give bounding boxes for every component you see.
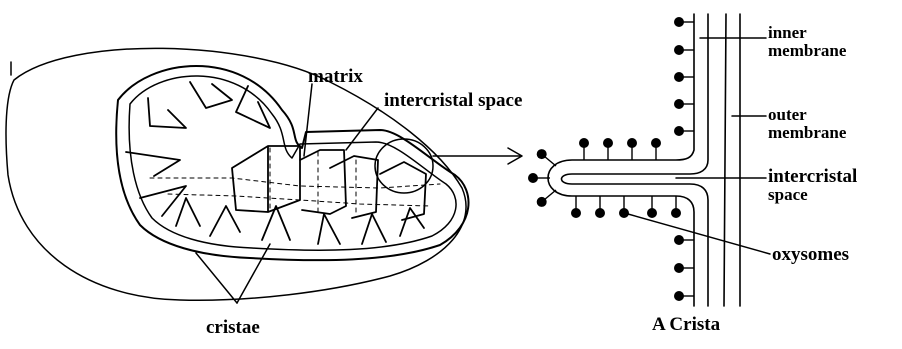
intercristal-space-leader-line-left <box>346 108 378 150</box>
dashed-guide-2 <box>168 194 430 206</box>
crista-inner-membrane-outer <box>548 14 694 306</box>
dashed-guide-1 <box>150 178 440 188</box>
oxysomes-label: oxysomes <box>772 244 849 265</box>
oxysome-knob <box>651 138 661 148</box>
oxysome-knob <box>674 72 684 82</box>
cristae-label: cristae <box>206 317 260 338</box>
crista-top-1 <box>148 98 186 128</box>
crista-bottom-4 <box>318 214 340 244</box>
oxysome-knob <box>537 149 547 159</box>
inner-membrane-label-line1: inner <box>768 23 807 42</box>
oxysomes-leader-line <box>628 214 770 254</box>
crista-top-2 <box>190 82 232 108</box>
inner-membrane-label-line2: membrane <box>768 41 847 60</box>
intercristal-space-label-left: intercristal space <box>384 90 522 111</box>
crista-bottom-5 <box>362 214 386 244</box>
oxysome-knob <box>674 263 684 273</box>
oxysome-knob <box>603 138 613 148</box>
oxysome-knob <box>674 235 684 245</box>
oxysome-knob <box>674 99 684 109</box>
outer-membrane-label-line2: membrane <box>768 123 847 142</box>
outer-membrane-label-line1: outer <box>768 105 807 124</box>
oxysome-knob <box>528 173 538 183</box>
oxysome-knob <box>647 208 657 218</box>
intercristal-space-label-right-line2: space <box>768 185 808 204</box>
oxysome-knob <box>674 17 684 27</box>
oxysome-knob <box>674 45 684 55</box>
oxysome-knob <box>595 208 605 218</box>
matrix-label: matrix <box>308 66 363 87</box>
oxysome-knob <box>579 138 589 148</box>
crista-bottom-1 <box>176 198 200 226</box>
cristae-leader-line-2 <box>237 244 270 303</box>
oxysome-knob <box>619 208 629 218</box>
oxysome-knob <box>674 126 684 136</box>
oxysome-knob <box>627 138 637 148</box>
magnify-circle <box>375 139 433 193</box>
matrix-leader-line <box>304 84 312 156</box>
oxysome-group <box>528 17 694 301</box>
mitochondrion-illustration <box>6 48 469 300</box>
crista-caption: A Crista <box>652 314 721 335</box>
magnify-arrow <box>433 148 522 164</box>
crista-bottom-6 <box>400 208 424 236</box>
oxysome-knob <box>537 197 547 207</box>
crista-top-3 <box>236 86 270 128</box>
oxysome-stalk <box>544 190 556 200</box>
cutaway-block-4 <box>380 162 426 220</box>
intercristal-space-label-right-line1: intercristal <box>768 166 857 187</box>
crista-outer-membrane <box>724 14 726 306</box>
oxysome-knob <box>674 291 684 301</box>
cutaway-block-2 <box>300 150 346 214</box>
crista-illustration <box>528 14 740 306</box>
outer-membrane-outline <box>6 48 466 300</box>
cristae-leader-line-1 <box>196 253 237 303</box>
oxysome-knob <box>571 208 581 218</box>
oxysome-knob <box>671 208 681 218</box>
oxysome-stalk <box>544 156 556 166</box>
